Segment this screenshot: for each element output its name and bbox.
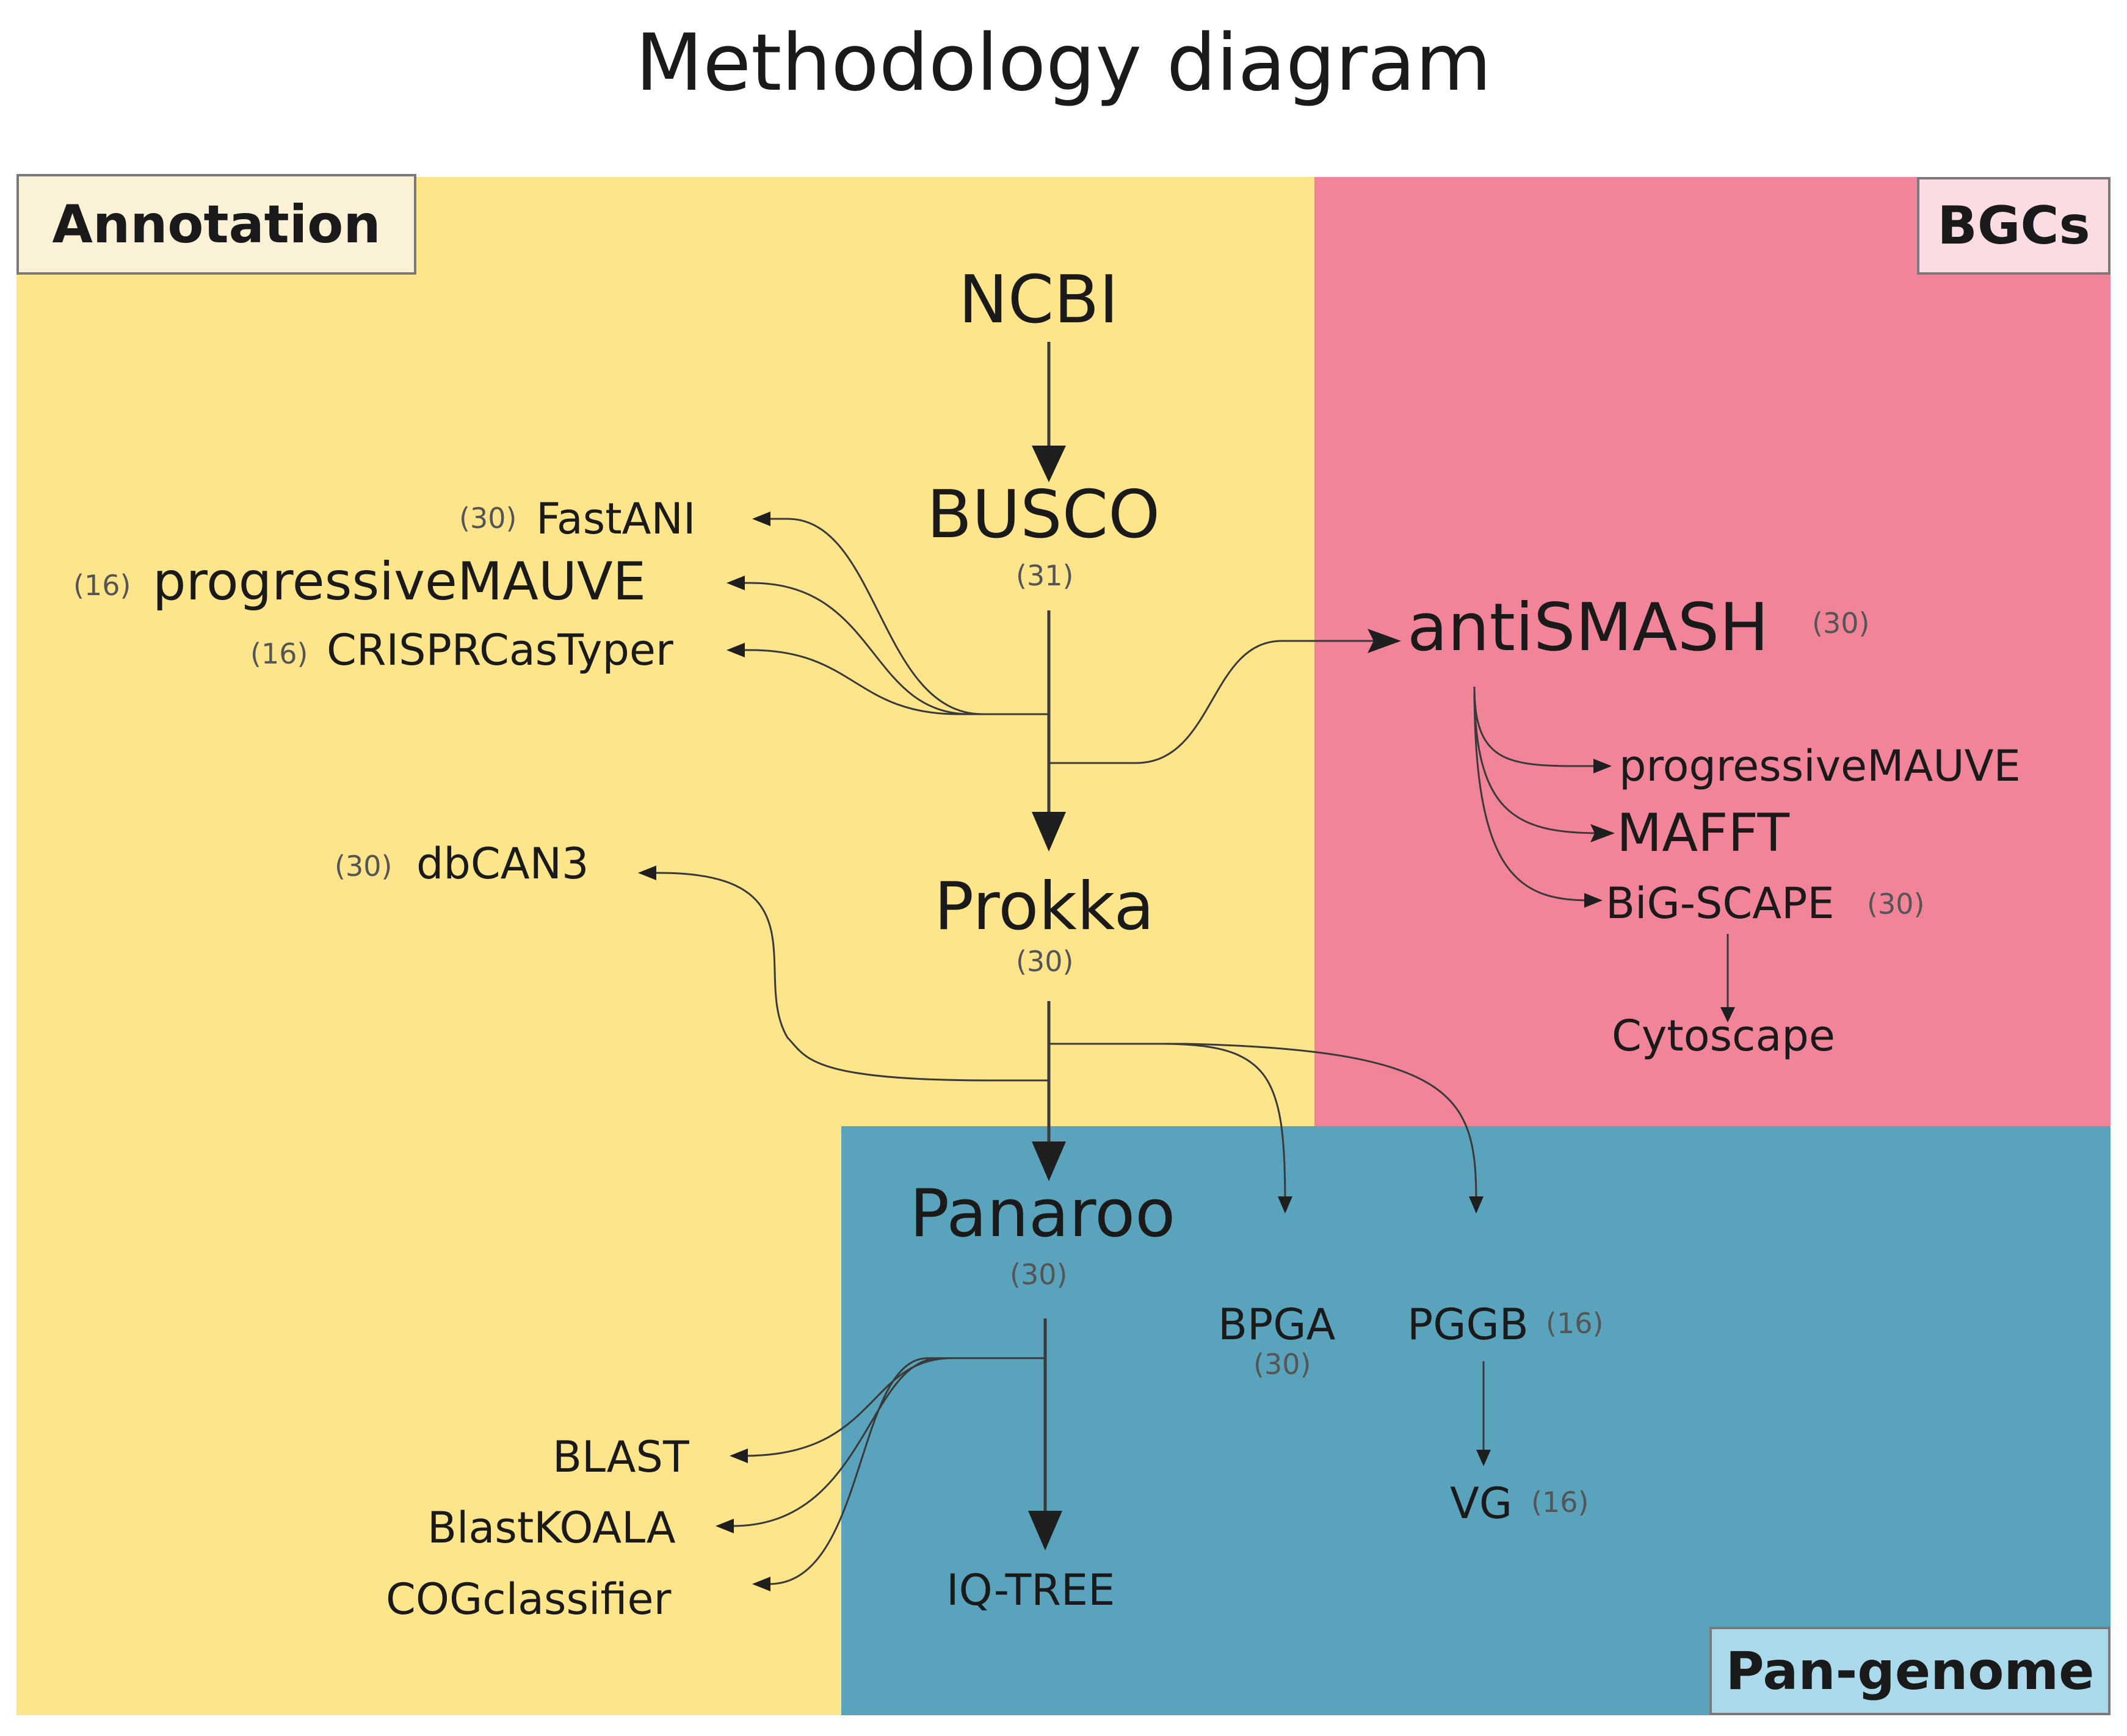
pggb-node: PGGB [1407,1300,1529,1350]
vg-citation: (16) [1531,1486,1589,1519]
iqtree-arrowhead [1028,1511,1062,1550]
mafft-node: MAFFT [1617,803,1789,864]
iqtree-node: IQ-TREE [946,1565,1115,1615]
mafft-arrowhead [1590,824,1615,842]
pmauve-right-node: progressiveMAUVE [1619,741,2021,791]
pggb-arrowhead [1469,1196,1484,1213]
pmauve-left-arrowhead [727,576,745,590]
prokka-node: Prokka [934,869,1154,945]
vg-arrowhead [1476,1450,1491,1466]
pmauve-right-arrowhead [1593,759,1612,773]
busco-to-fastani-line [763,518,1049,715]
panaroo-to-blast-line [736,1357,1045,1457]
bgcs-label: BGCs [1917,177,2111,275]
blast-arrowhead [730,1448,748,1463]
panaroo-to-cog-line [760,1357,1045,1585]
bpga-node: BPGA [1218,1300,1336,1350]
panaroo-citation: (30) [1010,1258,1068,1291]
fastani-citation: (30) [459,502,517,535]
crispr-citation: (16) [250,637,308,670]
cog-arrowhead [752,1577,770,1591]
annotation-label: Annotation [16,174,416,275]
cytoscape-arrowhead [1720,1007,1735,1022]
pmauve-left-node: progressiveMAUVE [153,551,647,612]
pmauve-left-citation: (16) [73,569,131,602]
diagram-title: Methodology diagram [635,18,1492,109]
antismash-to-mafft-line [1473,686,1600,834]
blast-node: BLAST [553,1432,689,1482]
bgcs-region [1314,177,2111,1126]
blastkoala-node: BlastKOALA [427,1503,676,1553]
busco-arrowhead [1032,446,1066,482]
antismash-to-bigscape-line [1473,686,1588,902]
busco-to-pmauve-line [736,582,1049,715]
antismash-node: antiSMASH [1407,590,1769,666]
pangenome-label: Pan-genome [1709,1627,2111,1715]
bigscape-citation: (30) [1867,888,1925,920]
ncbi-node: NCBI [958,262,1119,338]
prokka-citation: (30) [1016,945,1074,978]
pangenome-region [841,1126,2111,1715]
cytoscape-node: Cytoscape [1612,1011,1835,1061]
fastani-node: FastANI [536,494,696,544]
dbcan-citation: (30) [335,850,393,883]
blastkoala-arrowhead [716,1519,734,1533]
busco-node: BUSCO [927,477,1161,553]
pggb-citation: (16) [1546,1307,1604,1340]
busco-citation: (31) [1016,559,1074,592]
prokka-to-dbcan-line [647,872,1049,1082]
antismash-to-pmauve-line [1473,686,1600,767]
panaroo-to-blastkoala-line [723,1357,1045,1527]
crispr-node: CRISPRCasTyper [327,625,673,675]
cogclassifier-node: COGclassifier [386,1574,672,1624]
bigscape-node: BiG-SCAPE [1606,878,1835,928]
bigscape-arrowhead [1584,893,1603,908]
vg-node: VG [1450,1478,1513,1528]
panaroo-node: Panaroo [910,1176,1176,1252]
antismash-citation: (30) [1812,607,1870,640]
crispr-arrowhead [727,643,745,657]
bpga-citation: (30) [1253,1348,1311,1381]
busco-to-crispr-line [736,649,1049,715]
panaroo-arrowhead [1032,1141,1066,1181]
prokka-arrowhead [1032,812,1066,852]
bpga-arrowhead [1278,1196,1292,1213]
dbcan-arrowhead [638,866,656,880]
busco-to-antismash-line [1049,640,1374,764]
dbcan-node: dbCAN3 [416,839,589,889]
antismash-arrowhead [1368,629,1401,653]
fastani-arrowhead [752,512,770,526]
prokka-to-pggb-line [1049,1043,1477,1203]
